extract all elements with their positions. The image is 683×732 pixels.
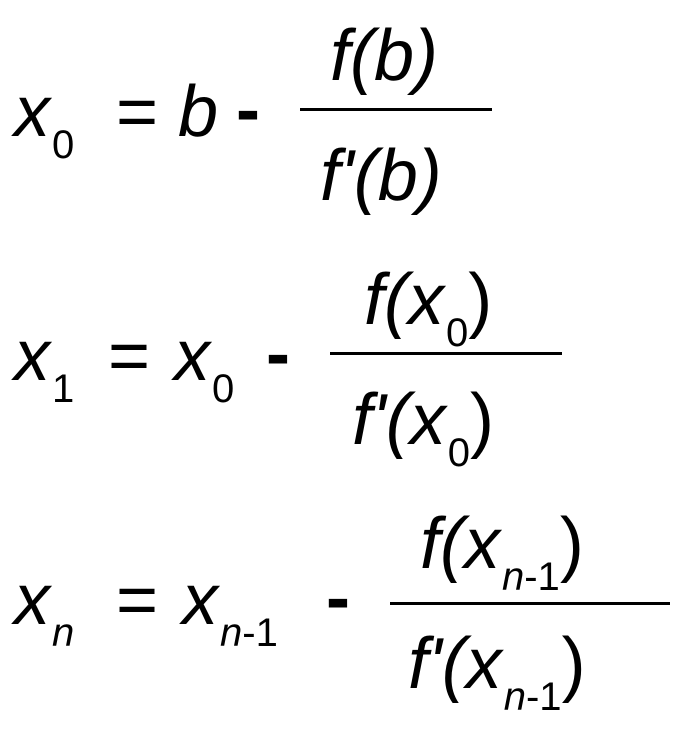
rhs-var: x	[174, 316, 210, 396]
lhs-subscript: 0	[52, 123, 75, 167]
lhs-variable: xn	[14, 564, 74, 653]
equals-sign: =	[116, 72, 159, 152]
fraction-bar	[300, 108, 492, 111]
minus-sign: -	[236, 70, 260, 150]
fraction-denominator: f'(xn-1)	[408, 628, 586, 717]
den-close-paren: )	[561, 624, 586, 704]
den-subscript-rest: -1	[525, 675, 562, 719]
fraction-numerator: f(b)	[330, 16, 438, 96]
den-subscript-n: n	[503, 675, 526, 719]
num-subscript-rest: -1	[524, 555, 560, 599]
lhs-var: x	[14, 316, 50, 396]
rhs-var: x	[182, 560, 218, 640]
num-subscript-n: n	[501, 555, 525, 599]
fraction-numerator: f(xn-1)	[420, 508, 584, 597]
den-subscript: 0	[447, 431, 470, 475]
minus-sign: -	[266, 314, 290, 394]
den-var: x	[465, 624, 502, 704]
lhs-subscript: 1	[52, 367, 75, 411]
equals-sign: =	[108, 316, 151, 396]
fraction-bar	[390, 602, 670, 605]
rhs-subscript-n: n	[220, 611, 243, 655]
rhs-term: x0	[174, 320, 234, 409]
fraction-numerator: f(x0)	[364, 264, 492, 353]
rhs-term: xn-1	[182, 564, 278, 653]
den-close-paren: )	[469, 380, 494, 460]
num-close-paren: )	[559, 504, 584, 584]
den-function: f'(	[408, 624, 466, 704]
rhs-term: b	[178, 72, 219, 152]
rhs-subscript: 0	[212, 367, 235, 411]
equation-xn: xn = xn-1 - f(xn-1) f'(xn-1)	[0, 488, 683, 732]
lhs-subscript: n	[52, 611, 75, 655]
fraction-denominator: f'(b)	[320, 136, 442, 216]
fraction-denominator: f'(x0)	[352, 384, 494, 473]
rhs-subscript-rest: -1	[242, 611, 278, 655]
lhs-var: x	[14, 560, 50, 640]
lhs-variable: x0	[14, 76, 74, 165]
num-var: x	[463, 504, 500, 584]
num-close-paren: )	[468, 260, 493, 340]
lhs-variable: x1	[14, 320, 74, 409]
den-function: f'(	[352, 380, 410, 460]
equation-x1: x1 = x0 - f(x0) f'(x0)	[0, 244, 683, 488]
lhs-var: x	[14, 72, 50, 152]
den-var: x	[409, 380, 446, 460]
num-subscript: 0	[445, 311, 469, 355]
num-var: x	[407, 260, 444, 340]
fraction-bar	[330, 352, 562, 355]
equals-sign: =	[116, 560, 159, 640]
equation-x0: x0 = b - f(b) f'(b)	[0, 0, 683, 244]
minus-sign: -	[326, 558, 350, 638]
num-function: f(	[420, 504, 464, 584]
num-function: f(	[364, 260, 408, 340]
